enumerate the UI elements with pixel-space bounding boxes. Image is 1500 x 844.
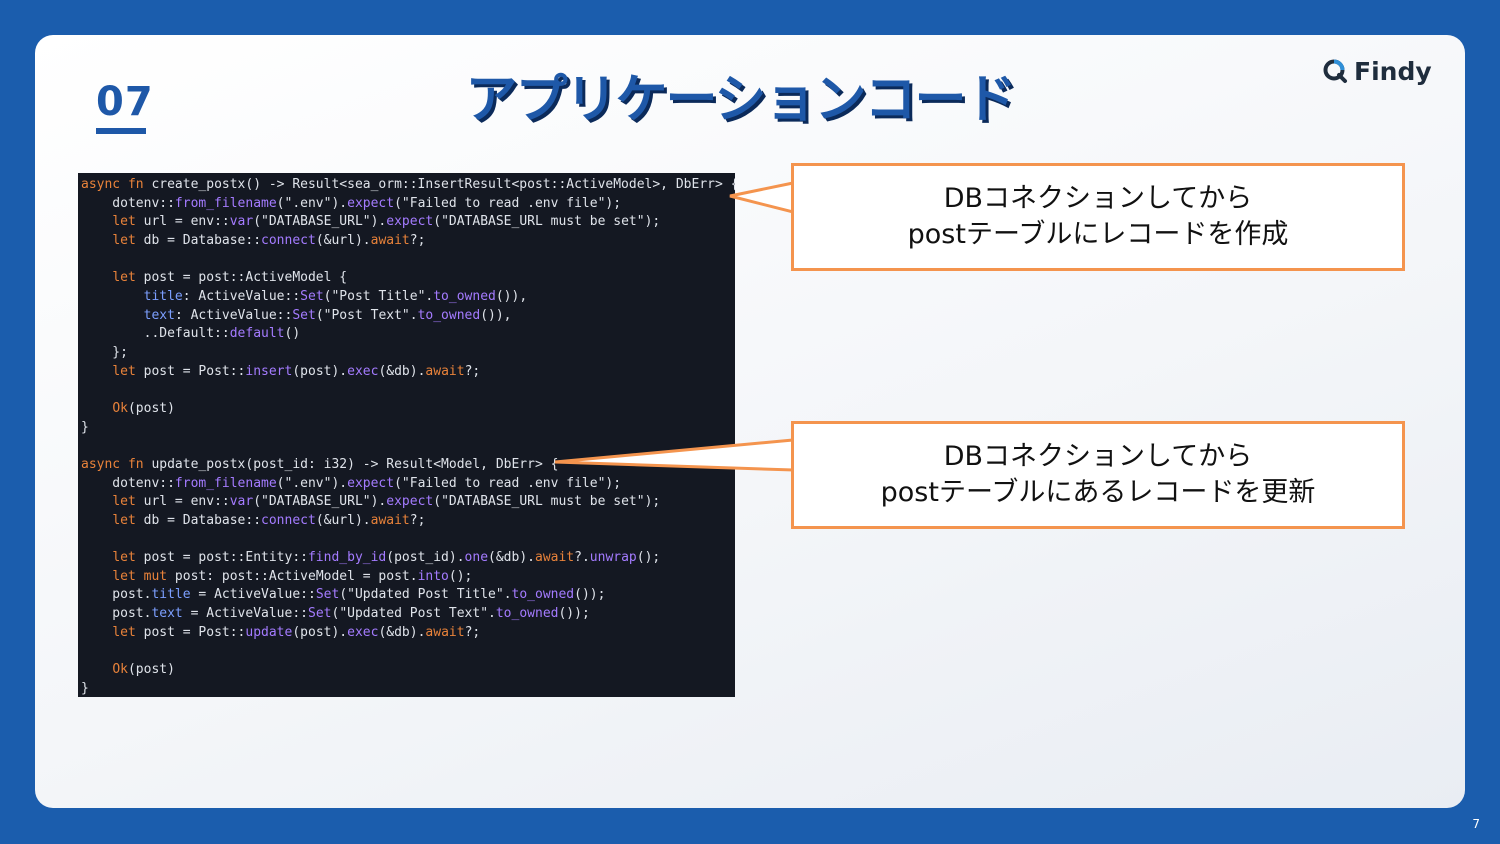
callout-create-line1: DBコネクションしてから [943,183,1253,214]
callout-create: DBコネクションしてから postテーブルにレコードを作成 [791,163,1405,271]
code-line: post.title = ActiveValue::Set("Updated P… [81,587,606,603]
findy-logo-icon [1323,59,1347,83]
code-line: let url = env::var("DATABASE_URL").expec… [112,214,661,230]
code-line: let post = Post::update(post).exec(&db).… [112,624,481,640]
code-line: async fn update_postx(post_id: i32) -> R… [81,456,559,472]
callout-update: DBコネクションしてから postテーブルにあるレコードを更新 [791,421,1405,529]
callout-create-line2: postテーブルにレコードを作成 [907,219,1289,250]
code-line: dotenv::from_filename(".env").expect("Fa… [81,195,622,211]
code-screenshot: async fn create_postx() -> Result<sea_or… [78,173,735,697]
code-block: async fn create_postx() -> Result<sea_or… [78,173,735,697]
code-line: dotenv::from_filename(".env").expect("Fa… [81,475,622,491]
section-underline [96,128,146,134]
code-line: let post = post::Entity::find_by_id(post… [112,550,661,566]
code-line: let db = Database::connect(&url).await?; [112,232,426,248]
code-line: let db = Database::connect(&url).await?; [112,512,426,528]
code-line: let post = Post::insert(post).exec(&db).… [112,363,481,379]
code-line: let url = env::var("DATABASE_URL").expec… [112,494,661,510]
code-line: title: ActiveValue::Set("Post Title".to_… [143,288,528,304]
code-line: } [81,419,89,435]
page-number: 7 [1472,817,1480,831]
callout-update-line1: DBコネクションしてから [943,441,1253,472]
code-line: let post = post::ActiveModel { [112,270,348,286]
code-line: }; [81,344,128,360]
code-line: text: ActiveValue::Set("Post Text".to_ow… [143,307,512,323]
code-line: async fn create_postx() -> Result<sea_or… [81,177,735,192]
code-line: let mut post: post::ActiveModel = post.i… [112,568,473,584]
callout-update-line2: postテーブルにあるレコードを更新 [880,477,1316,508]
section-number: 07 [96,79,154,125]
code-line: } [81,680,89,696]
slide-title: アプリケーションコード [465,70,1017,130]
brand-name: Findy [1354,56,1432,86]
code-line: ..Default::default() [81,326,301,342]
brand-logo: Findy [1322,58,1432,84]
code-line: Ok(post) [112,662,175,678]
code-line: Ok(post) [112,400,175,416]
code-line: post.text = ActiveValue::Set("Updated Po… [81,606,590,622]
